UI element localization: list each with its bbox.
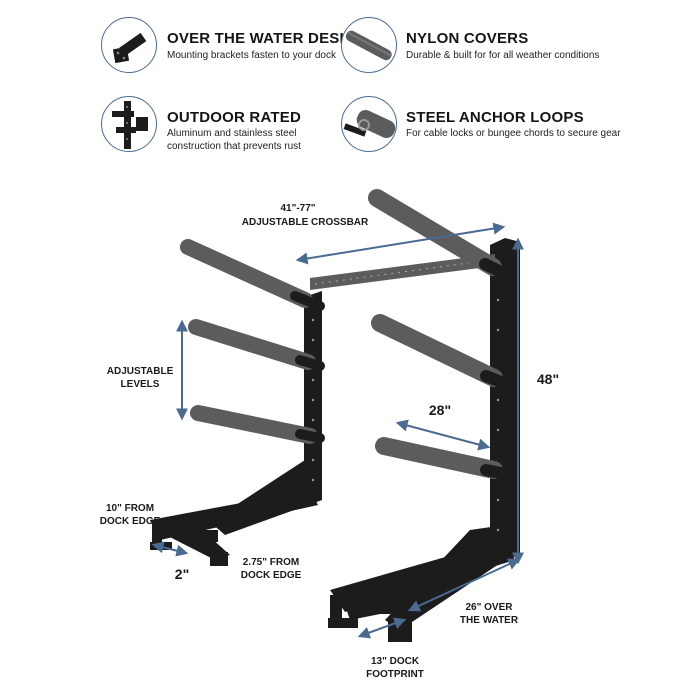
feature-title: OVER THE WATER DESIGN [167, 30, 367, 47]
right-arms [368, 189, 512, 480]
levels-label-line2: LEVELS [120, 379, 160, 390]
foot-width-label: 2" [174, 566, 190, 582]
feature-description: Durable & built for for all weather cond… [406, 50, 600, 61]
left-frame [150, 291, 322, 566]
nylon-cover-icon [341, 17, 397, 73]
foot-offset-label-line1: 2.75" FROM [242, 557, 300, 568]
arm-length-label: 28" [428, 402, 452, 418]
footprint-label-line2: FOOTPRINT [366, 669, 424, 680]
feature-description: Mounting brackets fasten to your dock [167, 50, 336, 61]
height-label: 48" [536, 371, 560, 387]
anchor-loop-icon [341, 96, 397, 152]
dimension-lines [151, 222, 524, 639]
feature-description: For cable locks or bungee chords to secu… [406, 128, 621, 139]
feature-title: OUTDOOR RATED [167, 109, 301, 126]
foot-offset-label-line2: DOCK EDGE [240, 570, 302, 581]
levels-label-line1: ADJUSTABLE [106, 366, 174, 377]
crossbar-range-label: 41"-77" [280, 203, 316, 214]
left-arms [180, 239, 325, 444]
feature-title: STEEL ANCHOR LOOPS [406, 109, 584, 126]
right-frame [328, 238, 520, 642]
feature-title: NYLON COVERS [406, 30, 529, 47]
dock-edge-label-line2: DOCK EDGE [99, 516, 161, 527]
feature-description: Aluminum and stainless steel constructio… [167, 128, 301, 152]
dock-bracket-icon [101, 17, 157, 73]
over-water-label-line1: 26" OVER [465, 602, 513, 613]
crossbar-label: ADJUSTABLE CROSSBAR [241, 217, 369, 228]
rack-frame-icon [101, 96, 157, 152]
over-water-label-line2: THE WATER [459, 615, 519, 626]
dock-edge-label-line1: 10" FROM [105, 503, 155, 514]
footprint-label-line1: 13" DOCK [370, 656, 420, 667]
